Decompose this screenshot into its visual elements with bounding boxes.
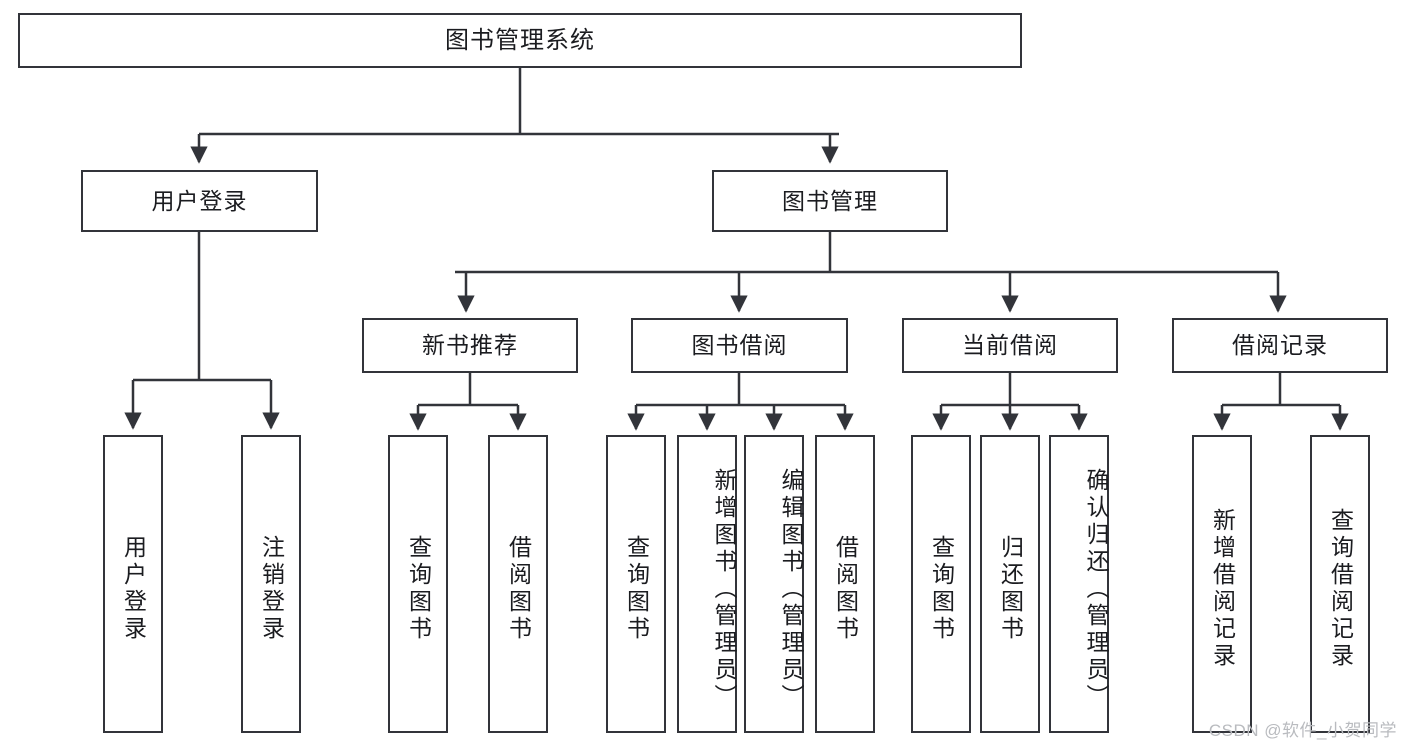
leaf-confirm-return-admin[interactable]: 确认归还（管理员）: [1049, 435, 1109, 733]
leaf-user-login[interactable]: 用户登录: [103, 435, 163, 733]
node-new-book-recommend[interactable]: 新书推荐: [362, 318, 578, 373]
node-borrow-record[interactable]: 借阅记录: [1172, 318, 1388, 373]
leaf-edit-book-admin[interactable]: 编辑图书（管理员）: [744, 435, 804, 733]
node-book-management[interactable]: 图书管理: [712, 170, 948, 232]
leaf-add-book-admin[interactable]: 新增图书（管理员）: [677, 435, 737, 733]
leaf-query-borrow-record[interactable]: 查询借阅记录: [1310, 435, 1370, 733]
leaf-return-book[interactable]: 归还图书: [980, 435, 1040, 733]
node-user-login[interactable]: 用户登录: [81, 170, 318, 232]
leaf-query-book-borrow[interactable]: 查询图书: [606, 435, 666, 733]
leaf-borrow-book-recommend[interactable]: 借阅图书: [488, 435, 548, 733]
node-book-borrow[interactable]: 图书借阅: [631, 318, 848, 373]
node-current-borrow[interactable]: 当前借阅: [902, 318, 1118, 373]
leaf-add-borrow-record[interactable]: 新增借阅记录: [1192, 435, 1252, 733]
watermark-text: CSDN @软件_小贺同学: [1208, 721, 1397, 740]
leaf-logout[interactable]: 注销登录: [241, 435, 301, 733]
leaf-query-book-current[interactable]: 查询图书: [911, 435, 971, 733]
node-root-book-management-system[interactable]: 图书管理系统: [18, 13, 1022, 68]
leaf-borrow-book[interactable]: 借阅图书: [815, 435, 875, 733]
leaf-query-book-recommend[interactable]: 查询图书: [388, 435, 448, 733]
